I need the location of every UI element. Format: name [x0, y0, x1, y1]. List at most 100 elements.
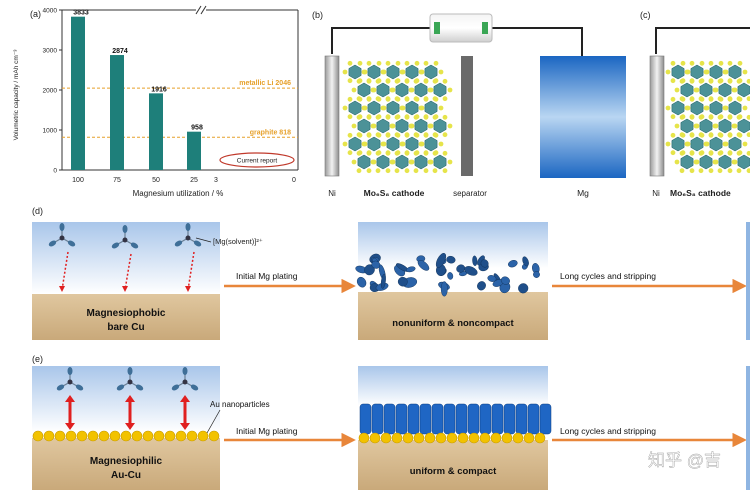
s-atom — [389, 123, 395, 129]
y-tick-label: 2000 — [43, 88, 58, 95]
s-atom — [736, 168, 742, 174]
s-atom — [347, 60, 353, 66]
au-particle — [490, 432, 502, 444]
y-tick-label: 0 — [53, 168, 57, 175]
s-atom — [746, 168, 750, 174]
s-atom — [380, 69, 386, 75]
mo-octahedron — [424, 100, 438, 116]
s-atom — [385, 168, 391, 174]
diffusion-arrowhead — [185, 286, 191, 292]
mg-center — [59, 235, 65, 241]
panel-b: (b) Ni Mo₆S₈ cathode separator Mg — [312, 10, 626, 198]
s-atom — [442, 96, 448, 102]
s-atom — [366, 132, 372, 138]
s-atom — [731, 87, 737, 93]
substrate-label-e-2: Au-Cu — [111, 470, 141, 481]
s-atom — [366, 168, 372, 174]
mo-octahedron — [728, 136, 742, 152]
y-tick-label: 1000 — [43, 128, 58, 135]
s-atom — [423, 78, 429, 84]
s-atom — [413, 150, 419, 156]
s-atom — [680, 96, 686, 102]
mg-column — [503, 403, 516, 435]
cropped-box-e — [746, 366, 750, 490]
s-atom — [727, 96, 733, 102]
arrow-label-initial-plating-e: Initial Mg plating — [236, 426, 298, 436]
s-atom — [394, 114, 400, 120]
bar — [187, 131, 201, 170]
au-particle — [468, 432, 480, 444]
mo-octahedron — [433, 118, 447, 134]
s-atom — [347, 132, 353, 138]
dendrite-grain — [464, 266, 478, 276]
label-cathode: Mo₆S₈ cathode — [364, 188, 425, 198]
s-atom — [394, 78, 400, 84]
cropped-box-d — [746, 222, 750, 340]
panel-label-e: (e) — [32, 354, 43, 364]
s-atom — [679, 168, 685, 174]
s-atom — [722, 105, 728, 111]
bare-cu-substrate — [32, 294, 220, 340]
s-atom — [408, 159, 414, 165]
s-atom — [433, 96, 439, 102]
s-atom — [689, 114, 695, 120]
s-atom — [442, 150, 448, 156]
s-atom — [693, 87, 699, 93]
s-atom — [375, 150, 381, 156]
current-report-text: Current report — [237, 158, 278, 165]
attraction-arrowhead-up — [65, 395, 75, 402]
s-atom — [438, 69, 444, 75]
s-atom — [679, 114, 685, 120]
mo-octahedron — [433, 154, 447, 170]
dendrite-grain — [477, 281, 486, 291]
s-atom — [447, 159, 453, 165]
au-particle — [413, 432, 425, 444]
s-atom — [727, 150, 733, 156]
s-atom — [718, 60, 724, 66]
dendrite-grain — [380, 273, 386, 289]
mo-octahedron — [709, 64, 723, 80]
mo-octahedron — [405, 136, 419, 152]
s-atom — [404, 60, 410, 66]
substrate-label-d-2: bare Cu — [107, 322, 144, 333]
ref-line-label: metallic Li 2046 — [239, 80, 291, 87]
solvent-lobe — [59, 223, 65, 231]
mg-column — [455, 403, 468, 435]
au-particle — [131, 430, 143, 442]
s-atom — [674, 159, 680, 165]
s-atom — [408, 87, 414, 93]
s-atom — [432, 78, 438, 84]
s-atom — [442, 78, 448, 84]
panel-e: (e) Au nanoparticles Magnesiophilic Au-C… — [32, 354, 750, 490]
s-atom — [370, 123, 376, 129]
bar-value-label: 958 — [191, 125, 203, 132]
s-atom — [746, 150, 750, 156]
mo-octahedron — [367, 100, 381, 116]
mg-column — [395, 403, 408, 435]
s-atom — [447, 123, 453, 129]
au-particle — [76, 430, 88, 442]
dendrite-grain — [533, 271, 540, 278]
solvent-lobe — [67, 240, 76, 247]
mg-column — [479, 403, 492, 435]
mo-octahedron — [699, 118, 713, 134]
s-atom — [351, 123, 357, 129]
au-particle — [402, 432, 414, 444]
solvent-lobe — [171, 384, 180, 391]
s-atom — [742, 141, 748, 147]
dendrite-grain — [397, 276, 408, 287]
s-atom — [742, 105, 748, 111]
s-atom — [418, 105, 424, 111]
mg-center — [122, 237, 128, 243]
panel-c: (c) Ni Mo₆S₈ cathode — [640, 10, 750, 198]
au-particle — [424, 432, 436, 444]
result-label-d: nonuniform & noncompact — [392, 318, 514, 329]
s-atom — [414, 132, 420, 138]
x-tick-label: 0 — [292, 177, 296, 184]
s-atom — [665, 141, 671, 147]
label-mg: Mg — [577, 188, 589, 198]
s-atom — [432, 168, 438, 174]
s-atom — [385, 132, 391, 138]
